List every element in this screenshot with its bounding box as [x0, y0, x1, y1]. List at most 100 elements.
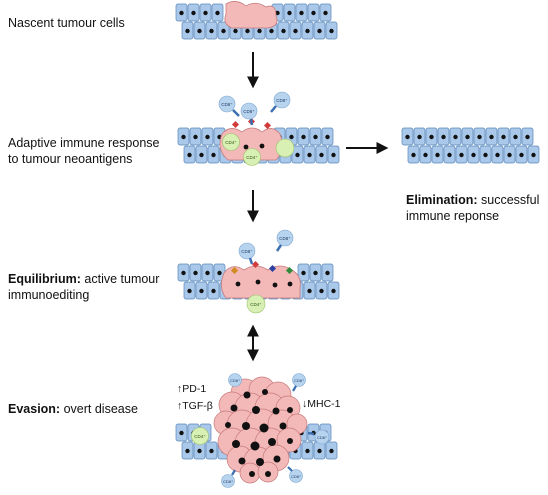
- cell-nucleus: [331, 152, 336, 158]
- cell-nucleus: [211, 288, 216, 294]
- tumour-nucleus: [250, 441, 260, 451]
- cd8-label: CD8⁺: [294, 378, 304, 383]
- cell-nucleus: [307, 288, 312, 294]
- cell-nucleus: [181, 134, 186, 140]
- adaptive-cd4-cells: CD4⁺ CD4⁺: [222, 133, 295, 166]
- equilibrium-antigens: [230, 260, 294, 275]
- cell-nucleus: [319, 152, 324, 158]
- cell-nucleus: [295, 152, 300, 158]
- tumour-nucleus: [238, 457, 246, 465]
- cell-nucleus: [185, 28, 190, 34]
- cell-nucleus: [185, 448, 190, 454]
- evasion-tumour-mass: [213, 376, 308, 484]
- cell-nucleus: [209, 28, 214, 34]
- cell-nucleus: [257, 28, 262, 34]
- cell-nucleus: [459, 152, 464, 158]
- cell-nucleus: [193, 134, 198, 140]
- cell-nucleus: [519, 152, 524, 158]
- cell-nucleus: [313, 270, 318, 276]
- mhc1-label: ↓MHC-1: [302, 398, 341, 410]
- cd8-label: CD8⁺: [230, 378, 240, 383]
- cell-nucleus: [465, 134, 470, 140]
- cell-nucleus: [411, 152, 416, 158]
- cell-nucleus: [209, 448, 214, 454]
- label-elimination-2: immune reponse: [406, 209, 500, 223]
- cell-nucleus: [483, 152, 488, 158]
- cell-nucleus: [489, 134, 494, 140]
- cell-nucleus: [301, 134, 306, 140]
- cell-nucleus: [477, 134, 482, 140]
- cell-nucleus: [429, 134, 434, 140]
- cell-nucleus: [531, 152, 536, 158]
- tumour-nucleus: [256, 458, 264, 466]
- tumour-nucleus: [262, 389, 268, 395]
- tumour-nucleus: [273, 455, 281, 463]
- tumour-nucleus: [265, 471, 271, 477]
- equilibrium-desc: active tumour: [80, 272, 160, 286]
- cell-nucleus: [423, 152, 428, 158]
- cell-nucleus: [203, 10, 208, 16]
- equilibrium-title: Equilibrium:: [8, 272, 81, 286]
- cd8-label: CD8⁺: [241, 249, 253, 254]
- cell-nucleus: [417, 134, 422, 140]
- cell-nucleus: [447, 152, 452, 158]
- cell-nucleus: [179, 10, 184, 16]
- cell-nucleus: [317, 28, 322, 34]
- tumour-nucleus: [249, 471, 255, 477]
- tumour-nucleus: [287, 438, 293, 444]
- cell-nucleus: [191, 10, 196, 16]
- cd4-label: CD4⁺: [225, 140, 237, 145]
- cell-nucleus: [323, 10, 328, 16]
- cell-nucleus: [495, 152, 500, 158]
- cell-nucleus: [289, 134, 294, 140]
- pd1-label: ↑PD-1: [177, 383, 207, 395]
- cell-nucleus: [331, 288, 336, 294]
- elimination-title: Elimination:: [406, 193, 478, 207]
- label-adaptive-1: Adaptive immune response: [8, 136, 160, 150]
- cell-nucleus: [287, 10, 292, 16]
- cell-nucleus: [325, 134, 330, 140]
- tumour-nucleus: [232, 440, 240, 448]
- cell-nucleus: [281, 28, 286, 34]
- down-arrow-icon: ↓: [302, 398, 308, 410]
- cell-nucleus: [501, 134, 506, 140]
- cell-nucleus: [245, 28, 250, 34]
- adaptive-cd8-tcells: CD8⁺ CD8⁺ CD8⁺: [218, 91, 291, 126]
- cell-nucleus: [319, 288, 324, 294]
- cd4-label: CD4⁺: [246, 155, 258, 160]
- label-equilibrium-2: immunoediting: [8, 288, 90, 302]
- cell-nucleus: [205, 270, 210, 276]
- cell-nucleus: [435, 152, 440, 158]
- tumour-nucleus: [225, 422, 231, 428]
- cell-nucleus: [313, 134, 318, 140]
- cell-nucleus: [301, 270, 306, 276]
- cell-nucleus: [293, 28, 298, 34]
- tumour-nucleus: [230, 404, 238, 412]
- cell-nucleus: [217, 270, 222, 276]
- evasion-title: Evasion:: [8, 402, 61, 416]
- cell-nucleus: [197, 28, 202, 34]
- equilibrium-cd4-cell: CD4⁺: [246, 294, 266, 314]
- tumour-nucleus: [243, 391, 251, 399]
- equilibrium-tumour-cells: [221, 265, 301, 299]
- cell-nucleus: [181, 270, 186, 276]
- up-arrow-icon: ↑: [177, 383, 183, 395]
- cell-nucleus: [205, 134, 210, 140]
- cd4-label: CD4⁺: [194, 434, 206, 439]
- cell-nucleus: [211, 152, 216, 158]
- up-arrow-icon: ↑: [177, 400, 183, 412]
- tumour-nucleus: [272, 407, 280, 415]
- label-adaptive-2: to tumour neoantigens: [8, 152, 133, 166]
- tumour-nucleus: [259, 423, 269, 433]
- cd8-label: CD8⁺: [221, 102, 233, 107]
- cell-nucleus: [199, 152, 204, 158]
- elimination-desc: successful: [477, 193, 540, 207]
- tumour-nucleus: [287, 407, 293, 413]
- cell-nucleus: [441, 134, 446, 140]
- cell-nucleus: [305, 28, 310, 34]
- cell-nucleus: [329, 448, 334, 454]
- cell-nucleus: [329, 28, 334, 34]
- cell-nucleus: [299, 10, 304, 16]
- label-equilibrium: Equilibrium: active tumour: [8, 272, 159, 287]
